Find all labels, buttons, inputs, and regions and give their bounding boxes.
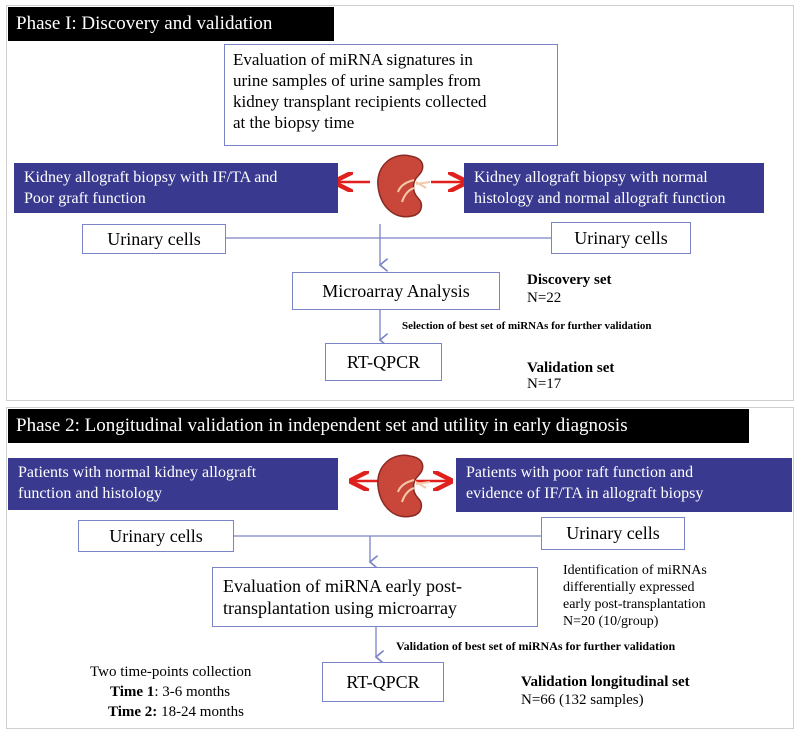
p1-evaluation-line: urine samples of urine samples from	[233, 71, 481, 90]
p2-time1-label: Time 1	[110, 684, 155, 700]
phase2-panel	[6, 407, 794, 729]
p2-identification-line: Identification of miRNAs	[563, 563, 707, 578]
p2-validation-note: Validation of best set of miRNAs for fur…	[396, 639, 676, 653]
p2-right-condition-line: Patients with poor raft function and	[466, 464, 694, 481]
p2-right-condition-box: Patients with poor raft function and evi…	[456, 458, 792, 512]
p2-collection-info: Two time-points collection Time 1: 3-6 m…	[90, 662, 251, 722]
p2-identification-line: differentially expressed	[563, 580, 695, 595]
p2-time2-label: Time 2:	[108, 704, 158, 720]
phase1-title: Phase I: Discovery and validation	[8, 7, 334, 41]
p2-identification-line: early post-transplantation	[563, 597, 706, 612]
p1-left-condition-box: Kidney allograft biopsy with IF/TA and P…	[14, 163, 338, 213]
p1-right-condition-box: Kidney allograft biopsy with normal hist…	[464, 163, 764, 213]
p1-evaluation-line: Evaluation of miRNA signatures in	[233, 50, 473, 69]
p1-rtqpcr-box: RT-QPCR	[325, 343, 442, 381]
p1-validation-title: Validation set	[527, 360, 615, 376]
p1-microarray-box: Microarray Analysis	[292, 272, 500, 310]
p2-urinary-cells-left: Urinary cells	[78, 520, 234, 552]
phase1-panel	[6, 5, 794, 401]
p2-identification-note: Identification of miRNAs differentially …	[563, 562, 707, 630]
p2-longitudinal-title: Validation longitudinal set	[521, 674, 690, 690]
p1-evaluation-line: at the biopsy time	[233, 113, 355, 132]
p1-discovery-title: Discovery set	[527, 272, 612, 288]
p2-right-condition-line: evidence of IF/TA in allograft biopsy	[466, 485, 704, 502]
kidney-icon	[377, 454, 431, 518]
p2-evaluation-line: Evaluation of miRNA early post-	[223, 576, 462, 596]
p2-identification-line: N=20 (10/group)	[563, 614, 659, 629]
p2-left-condition-box: Patients with normal kidney allograft fu…	[8, 458, 338, 510]
p1-evaluation-box: Evaluation of miRNA signatures in urine …	[224, 44, 558, 146]
p1-urinary-cells-left: Urinary cells	[82, 224, 226, 254]
p1-discovery-n: N=22	[527, 290, 562, 306]
p1-left-condition-line: Kidney allograft biopsy with IF/TA and	[24, 169, 278, 186]
p2-left-condition-line: Patients with normal kidney allograft	[18, 464, 257, 481]
p1-validation-n: N=17	[527, 376, 562, 392]
kidney-icon	[377, 154, 431, 218]
p1-evaluation-line: kidney transplant recipients collected	[233, 92, 487, 111]
p1-right-condition-line: Kidney allograft biopsy with normal	[474, 169, 708, 186]
p2-longitudinal-n: N=66 (132 samples)	[521, 692, 644, 708]
p1-selection-note: Selection of best set of miRNAs for furt…	[402, 320, 652, 332]
p2-time1-value: : 3-6 months	[154, 684, 231, 700]
p2-urinary-cells-right: Urinary cells	[541, 517, 685, 550]
p2-time2: Time 2: 18-24 months	[90, 702, 251, 722]
p2-evaluation-line: transplantation using microarray	[223, 598, 457, 618]
p2-collection-title: Two time-points collection	[90, 664, 252, 680]
p1-urinary-cells-right: Urinary cells	[551, 222, 691, 254]
p2-rtqpcr-box: RT-QPCR	[322, 662, 444, 702]
phase2-title: Phase 2: Longitudinal validation in inde…	[8, 409, 749, 443]
p2-evaluation-box: Evaluation of miRNA early post- transpla…	[212, 567, 538, 627]
p1-right-condition-line: histology and normal allograft function	[474, 190, 726, 207]
p2-left-condition-line: function and histology	[18, 485, 162, 502]
p2-time2-value: 18-24 months	[157, 704, 244, 720]
p2-time1: Time 1: 3-6 months	[90, 682, 251, 702]
p1-left-condition-line: Poor graft function	[24, 190, 146, 207]
